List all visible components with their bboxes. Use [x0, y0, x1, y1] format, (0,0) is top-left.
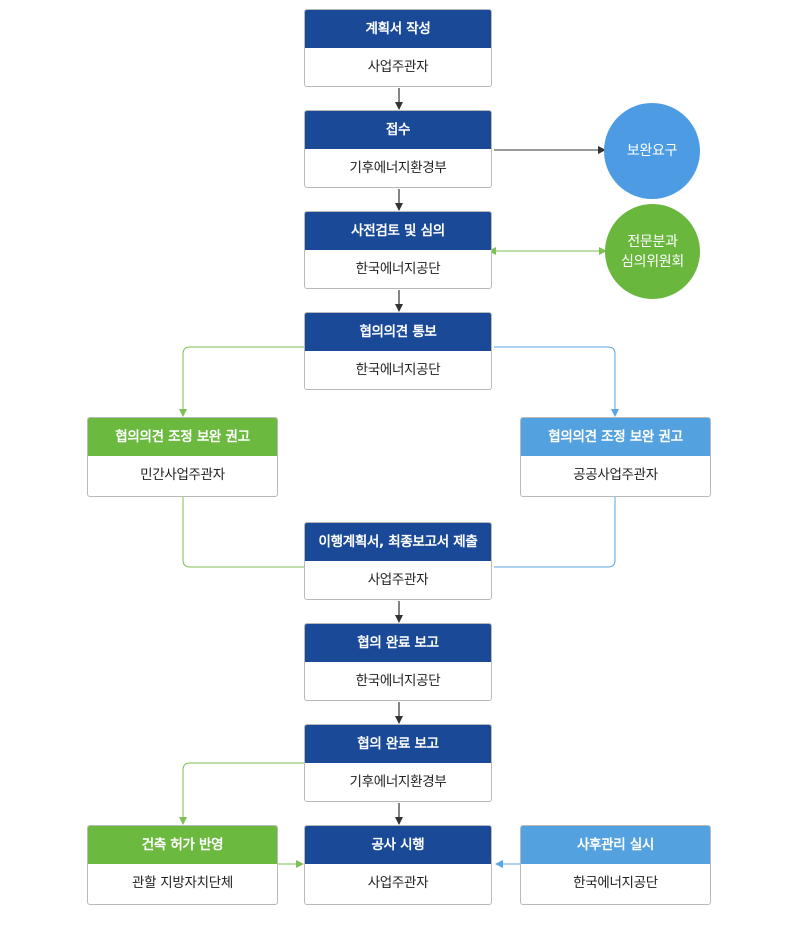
- step-title: 협의 완료 보고: [305, 725, 491, 763]
- arrow-notice-to-public: [494, 346, 619, 417]
- step-title: 접수: [305, 111, 491, 149]
- step-actor: 기후에너지환경부: [349, 160, 447, 176]
- step-actor: 한국에너지공단: [355, 673, 441, 689]
- step-public-adjustment: 협의의견 조정 보완 권고 공공사업주관자: [520, 417, 711, 497]
- step-actor: 공공사업주관자: [573, 467, 658, 483]
- arrow-notice-to-private: [179, 346, 304, 417]
- step-actor: 한국에너지공단: [355, 261, 441, 277]
- step-actor: 관할 지방자치단체: [132, 875, 233, 891]
- step-title: 건축 허가 반영: [88, 826, 277, 864]
- step-title: 사후관리 실시: [521, 826, 710, 864]
- step-title: 협의의견 조정 보완 권고: [88, 418, 277, 456]
- node-label: 보완요구: [626, 143, 678, 159]
- step-actor: 사업주관자: [367, 875, 429, 891]
- line-public-to-submit: [494, 497, 616, 568]
- arrow-report2-to-permit: [179, 762, 304, 825]
- step-title: 계획서 작성: [305, 10, 491, 48]
- step-opinion-notice: 협의의견 통보 한국에너지공단: [304, 312, 492, 390]
- step-actor: 한국에너지공단: [355, 362, 441, 378]
- step-actor: 기후에너지환경부: [349, 774, 447, 790]
- line-private-to-submit: [182, 497, 304, 568]
- step-title: 협의의견 통보: [305, 313, 491, 351]
- step-pre-review: 사전검토 및 심의 한국에너지공단: [304, 211, 492, 289]
- step-private-adjustment: 협의의견 조정 보완 권고 민간사업주관자: [87, 417, 278, 497]
- step-construction: 공사 시행 사업주관자: [304, 825, 492, 905]
- step-title: 공사 시행: [305, 826, 491, 864]
- supplement-request-node: 보완요구: [604, 103, 700, 199]
- step-actor: 한국에너지공단: [573, 875, 658, 891]
- step-actor: 사업주관자: [367, 572, 429, 588]
- node-label: 전문분과 심의위원회: [621, 233, 684, 270]
- step-title: 협의 완료 보고: [305, 624, 491, 662]
- step-title: 협의의견 조정 보완 권고: [521, 418, 710, 456]
- step-title: 이행계획서, 최종보고서 제출: [305, 523, 491, 561]
- step-completion-report-agency: 협의 완료 보고 한국에너지공단: [304, 623, 492, 701]
- step-report-submission: 이행계획서, 최종보고서 제출 사업주관자: [304, 522, 492, 600]
- step-title: 사전검토 및 심의: [305, 212, 491, 250]
- step-actor: 사업주관자: [367, 59, 429, 75]
- expert-committee-node: 전문분과 심의위원회: [605, 204, 700, 299]
- step-receipt: 접수 기후에너지환경부: [304, 110, 492, 188]
- step-after-care: 사후관리 실시 한국에너지공단: [520, 825, 711, 905]
- step-building-permit: 건축 허가 반영 관할 지방자치단체: [87, 825, 278, 905]
- step-actor: 민간사업주관자: [140, 467, 225, 483]
- step-completion-report-ministry: 협의 완료 보고 기후에너지환경부: [304, 724, 492, 802]
- step-plan: 계획서 작성 사업주관자: [304, 9, 492, 87]
